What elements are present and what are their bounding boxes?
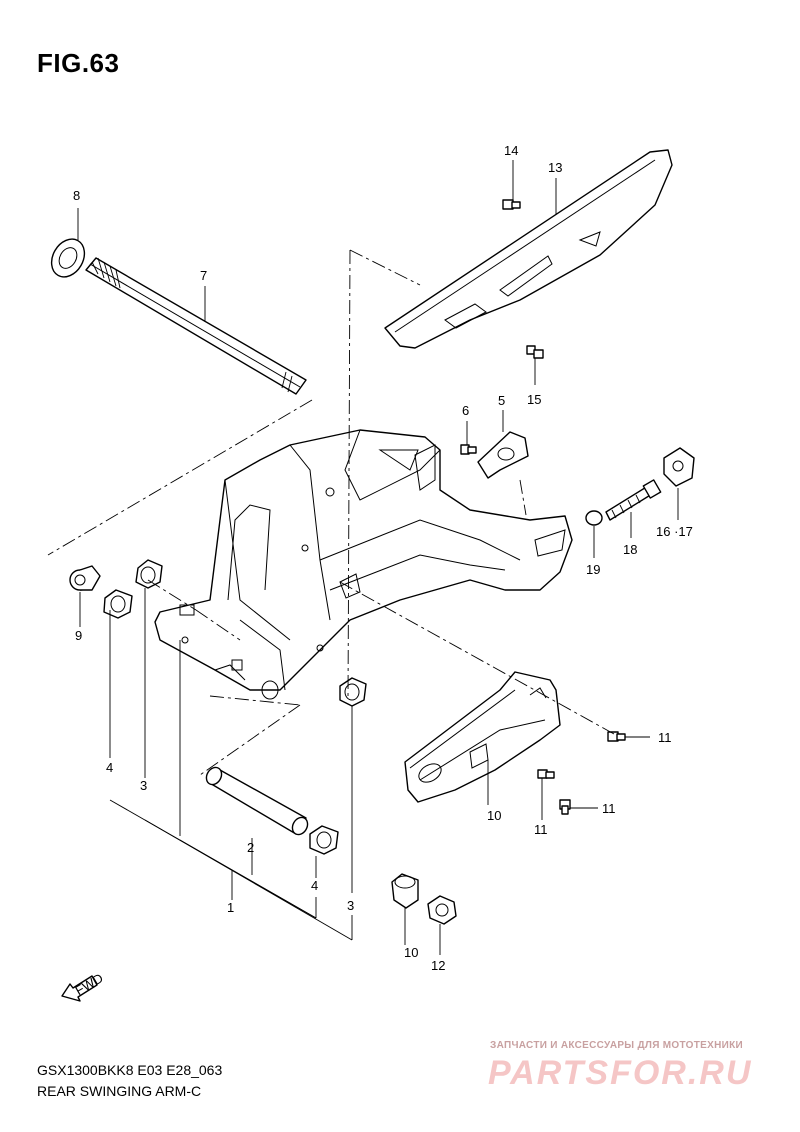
callout-6: 6 xyxy=(462,403,469,418)
callout-8: 8 xyxy=(73,188,80,203)
callout-18: 18 xyxy=(623,542,637,557)
swing-arm-body xyxy=(154,429,573,700)
callout-3a: 3 xyxy=(140,778,147,793)
plate-part-5 xyxy=(477,431,529,479)
fwd-arrow-icon: FWD xyxy=(61,970,106,1002)
bearing-part-4a xyxy=(103,589,133,619)
watermark-tagline: ЗАПЧАСТИ И АКСЕССУАРЫ ДЛЯ МОТОТЕХНИКИ xyxy=(490,1040,743,1051)
spacer-part-2 xyxy=(205,766,309,836)
chain-guard-part-13 xyxy=(384,149,673,349)
bearing-part-4b xyxy=(309,825,339,855)
callout-10a: 10 xyxy=(487,808,501,823)
collar-part-9 xyxy=(69,565,101,591)
callout-14: 14 xyxy=(504,143,518,158)
callout-19: 19 xyxy=(586,562,600,577)
leader-lines xyxy=(77,160,679,955)
callout-11b: 11 xyxy=(534,822,548,837)
callout-7: 7 xyxy=(200,268,207,283)
screw-part-11a xyxy=(607,731,626,742)
callout-11c: 11 xyxy=(602,801,616,816)
model-code: GSX1300BKK8 E03 E28_063 xyxy=(37,1062,223,1078)
watermark-logo: PARTSFOR.RU xyxy=(488,1054,753,1092)
nut-part-12 xyxy=(427,895,457,925)
fwd-label: FWD xyxy=(73,970,106,998)
chain-buffer-part-10 xyxy=(404,671,561,803)
bolt-part-14 xyxy=(502,199,521,210)
screw-part-11b xyxy=(537,769,555,779)
bolt-part-15 xyxy=(526,345,544,359)
pivot-shaft-part-7 xyxy=(85,257,307,395)
callout-4b: 4 xyxy=(311,878,318,893)
exploded-view-lines xyxy=(47,249,615,776)
bearing-part-3a xyxy=(135,559,163,589)
adjuster-bolt-part-18 xyxy=(605,479,662,521)
callout-2: 2 xyxy=(247,840,254,855)
callout-3b: 3 xyxy=(347,898,354,913)
callout-15: 15 xyxy=(527,392,541,407)
callout-4a: 4 xyxy=(106,760,113,775)
lock-nut-part-8 xyxy=(50,238,86,278)
bolt-part-6 xyxy=(460,444,477,455)
screw-part-11c xyxy=(559,799,571,815)
callout-9: 9 xyxy=(75,628,82,643)
adjuster-block-part-16-17 xyxy=(663,447,695,487)
callout-16-17: 16 ·17 xyxy=(656,524,693,539)
figure-title: FIG.63 xyxy=(37,48,120,78)
collar-part-10 xyxy=(391,873,419,909)
callout-13: 13 xyxy=(548,160,562,175)
callout-5: 5 xyxy=(498,393,505,408)
callout-12: 12 xyxy=(431,958,445,973)
bearing-part-3b xyxy=(339,677,367,707)
callout-labels: 8 7 14 13 15 6 5 16 ·17 18 19 9 11 11 11… xyxy=(73,143,693,973)
callout-10b: 10 xyxy=(404,945,418,960)
nut-part-19 xyxy=(585,510,603,526)
figure-name: REAR SWINGING ARM-C xyxy=(37,1083,202,1099)
callout-11a: 11 xyxy=(658,730,672,745)
callout-1: 1 xyxy=(227,900,234,915)
